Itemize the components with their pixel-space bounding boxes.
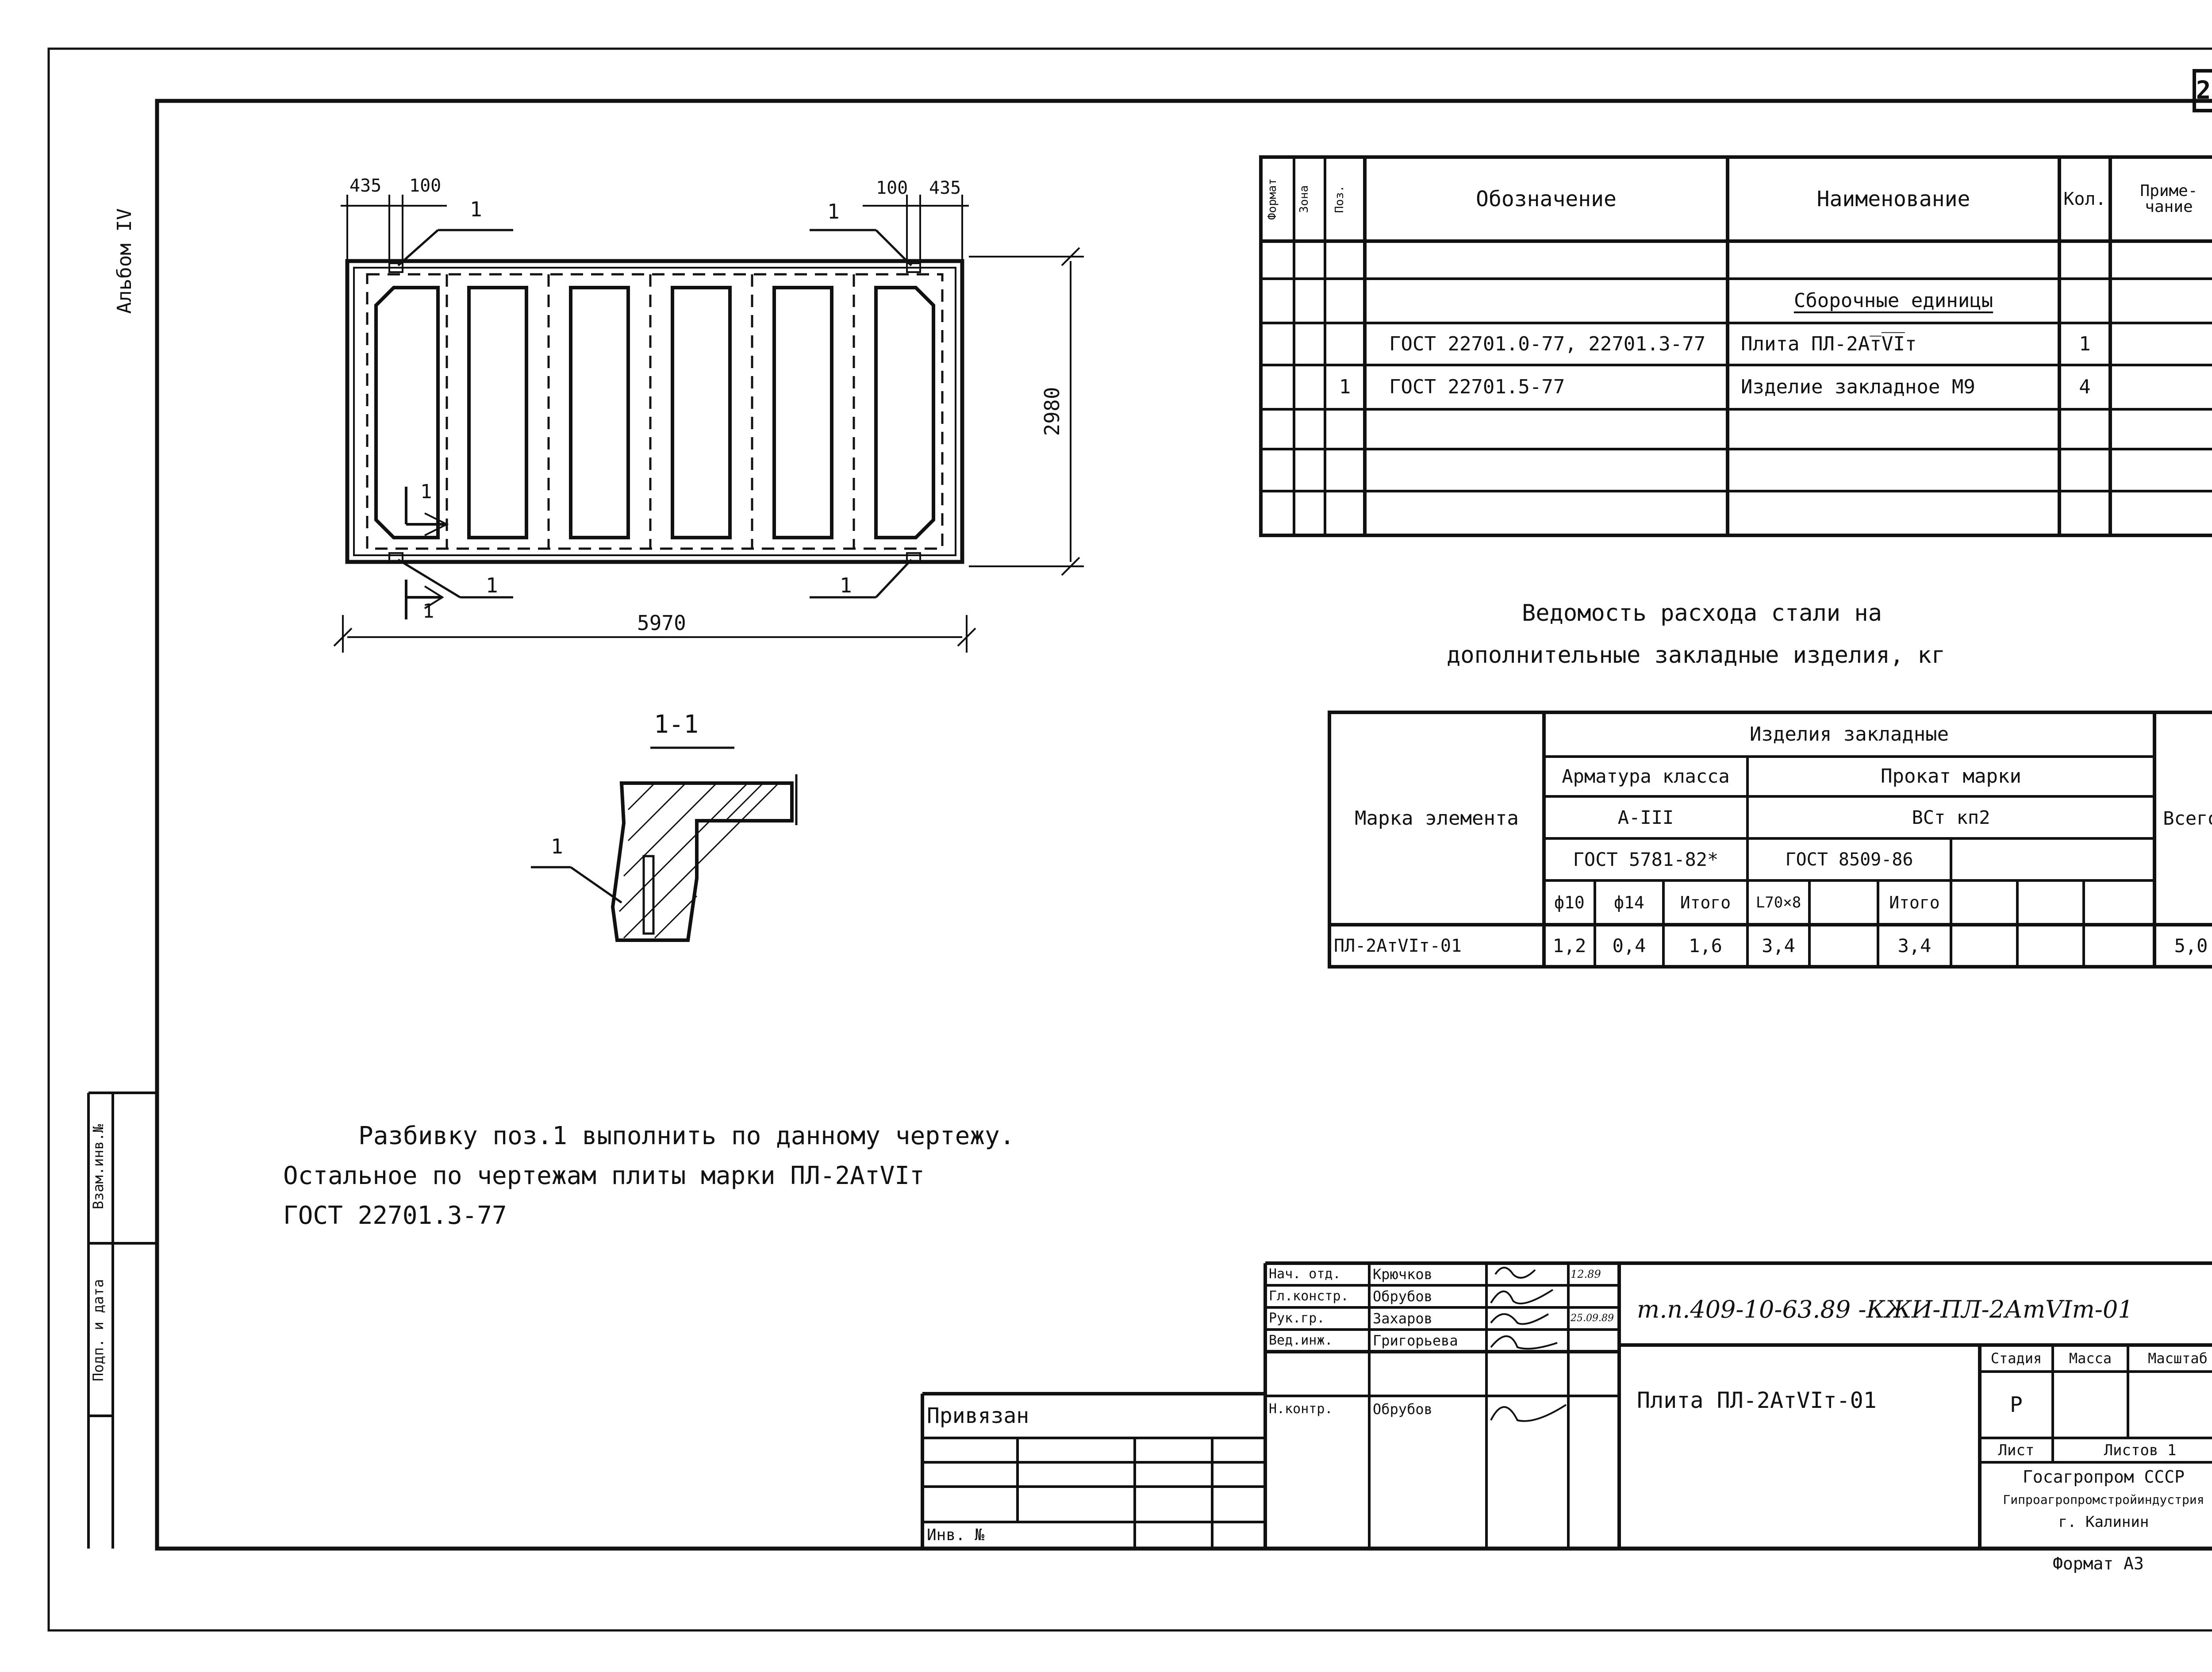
slab-plan <box>345 259 964 564</box>
pos-label-bottom-left: 1 <box>486 573 498 597</box>
tb-scale-header: Масштаб <box>2148 1350 2208 1367</box>
dim-435-right: 435 <box>929 178 961 198</box>
tb-name-0: Крючков <box>1373 1266 1432 1283</box>
steel-h-rolled-grade: ВСт кп2 <box>1912 806 1990 828</box>
steel-title-line1: Ведомость расхода стали на <box>1522 600 1882 627</box>
section-title: 1-1 <box>654 710 699 739</box>
steel-h-rebar-class: А-III <box>1617 806 1674 828</box>
steel-row-mark: ПЛ-2АтVIт-01 <box>1334 935 1462 956</box>
section-mark-upper: 1 <box>420 480 432 503</box>
spec-h-pos: Поз. <box>1333 185 1346 213</box>
title-block-lines <box>921 1261 2212 1549</box>
steel-h-total: Всего <box>2163 807 2212 829</box>
spec-h-format: Формат <box>1266 178 1279 220</box>
stamp-sign-date: Подп. и дата <box>90 1279 107 1381</box>
signatures <box>1490 1267 1567 1422</box>
spec-row-0-name: Сборочные единицы <box>1793 289 1993 312</box>
tb-org1: Госагропром СССР <box>2022 1467 2185 1487</box>
steel-row-total: 5,0 <box>2174 934 2208 957</box>
plan-leaders <box>397 229 912 599</box>
tb-mass-header: Масса <box>2069 1350 2112 1367</box>
steel-h-rolled-gost: ГОСТ 8509-86 <box>1785 849 1913 870</box>
sheet-number-box <box>2193 69 2212 112</box>
spec-h-qty: Кол. <box>2063 189 2106 209</box>
steel-row-d14: 0,4 <box>1612 934 1646 957</box>
spec-h-note: Приме- чание <box>2140 182 2198 216</box>
tb-org2: Гипроагропромстройиндустрия <box>2003 1492 2204 1507</box>
section-1-1-drawing <box>531 746 798 942</box>
tb-name-3: Григорьева <box>1373 1332 1458 1349</box>
pos-label-top-right: 1 <box>827 200 840 223</box>
steel-c-d14: ф14 <box>1614 893 1644 912</box>
spec-row-1-qty: 1 <box>2079 332 2091 355</box>
spec-h-designation: Обозначение <box>1476 187 1617 211</box>
steel-c-sum2: Итого <box>1889 893 1940 912</box>
section-marks <box>405 487 449 619</box>
sheet-number: 21 <box>2196 76 2212 105</box>
note-line2: Остальное по чертежам плиты марки ПЛ-2Ат… <box>283 1161 925 1190</box>
steel-row-sum2: 3,4 <box>1897 934 1932 957</box>
section-mark-lower: 1 <box>422 600 434 623</box>
spec-row-1-designation: ГОСТ 22701.0-77, 22701.3-77 <box>1389 332 1706 355</box>
dim-100-right: 100 <box>876 178 908 198</box>
tb-role-3: Вед.инж. <box>1269 1333 1333 1348</box>
tb-org3: г. Калинин <box>2058 1513 2149 1531</box>
pos-label-bottom-right: 1 <box>840 573 852 597</box>
tb-name-4: Обрубов <box>1373 1401 1432 1418</box>
steel-c-sum1: Итого <box>1680 893 1731 912</box>
outer-sheet-border <box>47 47 2212 1632</box>
inner-frame <box>155 99 2212 1551</box>
steel-table-lines <box>1328 711 2212 969</box>
tb-code: т.п.409-10-63.89 -КЖИ-ПЛ-2АтVIт-01 <box>1637 1295 2133 1323</box>
tb-name: Плита ПЛ-2АтVIт-01 <box>1637 1388 1877 1413</box>
album-label: Альбом IV <box>113 208 136 314</box>
steel-h-rebar-gost: ГОСТ 5781-82* <box>1573 848 1719 870</box>
section-pos-label: 1 <box>551 834 563 858</box>
tb-name-1: Обрубов <box>1373 1288 1432 1305</box>
spec-row-2-designation: ГОСТ 22701.5-77 <box>1389 376 1565 398</box>
steel-h-rebar: Арматура класса <box>1562 765 1730 787</box>
dimension-lines <box>333 195 1084 653</box>
steel-row-l70: 3,4 <box>1762 934 1795 957</box>
dim-height: 2980 <box>1040 387 1064 436</box>
note-line3: ГОСТ 22701.3-77 <box>283 1201 507 1230</box>
spec-table-lines <box>1259 155 2212 537</box>
tb-sheets-header: Листов 1 <box>2104 1441 2177 1459</box>
tb-role-2: Рук.гр. <box>1269 1311 1325 1326</box>
spec-h-zone: Зона <box>1298 185 1311 213</box>
tb-stage-header: Стадия <box>1990 1350 2042 1367</box>
dim-435-left: 435 <box>349 176 382 196</box>
steel-row-sum1: 1,6 <box>1689 934 1722 957</box>
steel-row-d10: 1,2 <box>1552 934 1586 957</box>
tb-date-2: 25.09.89 <box>1571 1313 1614 1324</box>
tb-role-0: Нач. отд. <box>1269 1266 1341 1282</box>
spec-h-name: Наименование <box>1816 187 1970 211</box>
steel-c-l70: L70×8 <box>1755 894 1801 911</box>
dim-width: 5970 <box>637 611 686 635</box>
tb-name-2: Захаров <box>1373 1310 1432 1327</box>
pos-label-top-left: 1 <box>470 197 482 221</box>
tb-role-4: Н.контр. <box>1269 1401 1333 1417</box>
steel-h-rolled: Прокат марки <box>1881 765 2021 788</box>
tb-stage-value: Р <box>2010 1392 2023 1417</box>
stamp-inv-replace: Взам.инв.№ <box>90 1124 107 1210</box>
steel-h-mark: Марка элемента <box>1355 807 1519 830</box>
spec-row-2-pos: 1 <box>1339 376 1351 398</box>
sheet-format: Формат А3 <box>2053 1554 2144 1573</box>
tb-inv: Инв. № <box>927 1526 985 1544</box>
note-line1: Разбивку поз.1 выполнить по данному черт… <box>358 1122 1015 1150</box>
spec-row-1-name: Плита ПЛ-2Ат̅V̅I̅т <box>1741 332 1917 355</box>
steel-title-line2: дополнительные закладные изделия, кг <box>1447 642 1946 669</box>
spec-row-2-name: Изделие закладное М9 <box>1741 376 1975 398</box>
steel-h-embedded: Изделия закладные <box>1749 723 1949 746</box>
tb-date-0: 12.89 <box>1571 1268 1601 1280</box>
spec-row-2-qty: 4 <box>2079 376 2091 398</box>
dim-100-left: 100 <box>409 176 442 196</box>
tb-privyazan: Привязан <box>927 1403 1029 1428</box>
tb-sheet-header: Лист <box>1998 1441 2035 1459</box>
steel-c-d10: ф10 <box>1554 893 1585 912</box>
tb-role-1: Гл.констр. <box>1269 1288 1349 1304</box>
